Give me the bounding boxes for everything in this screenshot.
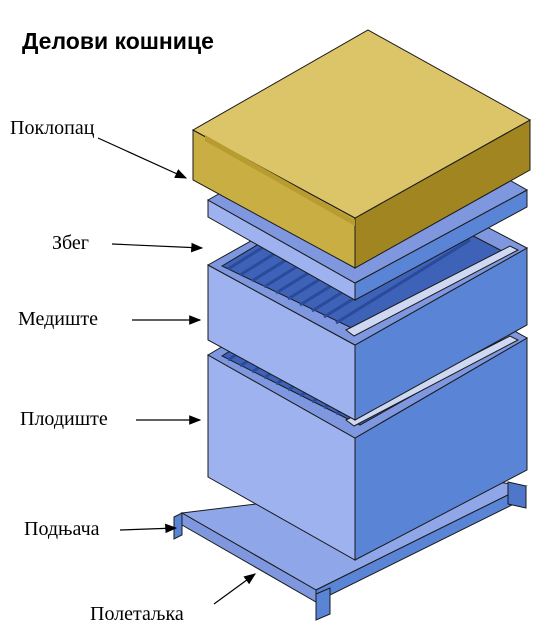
label-honey-super: Медиште: [18, 308, 99, 330]
cover-shape: [191, 29, 532, 269]
diagram-title: Делови кошнице: [22, 28, 214, 54]
escape-arrow: [111, 242, 204, 253]
landing-board-arrow: [213, 573, 256, 605]
bottom-board-arrow: [119, 523, 178, 534]
label-arrows: [97, 137, 256, 605]
label-escape: Збег: [52, 232, 90, 254]
label-landing-board: Полетаљка: [90, 603, 184, 625]
label-cover: Поклопац: [10, 117, 95, 139]
label-brood-box: Плодиште: [20, 408, 108, 430]
label-bottom-board: Подњача: [24, 518, 100, 540]
cover-arrow: [97, 137, 188, 179]
